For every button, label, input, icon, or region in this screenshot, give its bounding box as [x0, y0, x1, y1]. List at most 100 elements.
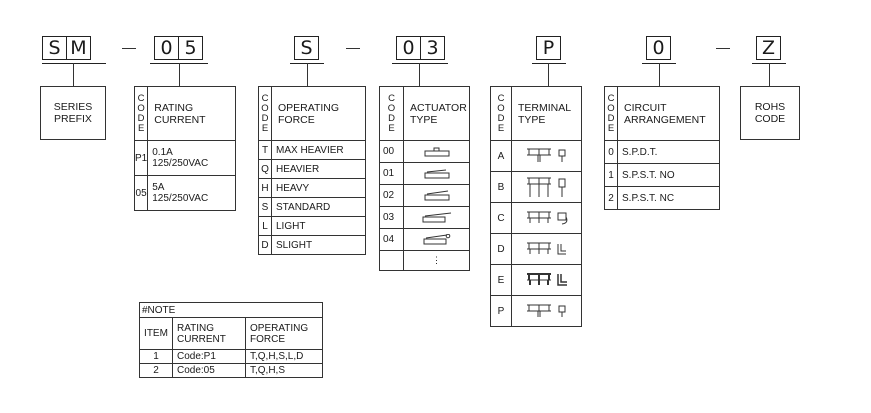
circuit-value: S.P.S.T. NO [617, 163, 720, 187]
more-indicator: ⋮ [403, 250, 470, 271]
actuator-code: 01 [379, 162, 404, 185]
note-title: #NOTE [139, 302, 323, 318]
force-value: LIGHT [271, 216, 366, 236]
code-char: P [542, 36, 555, 59]
actuator-code [379, 250, 404, 271]
rohs-label: ROHS [754, 101, 786, 113]
force-code: H [258, 178, 272, 198]
rating-code: P1 [133, 140, 149, 176]
code-char: 5 [178, 37, 202, 59]
force-code: L [258, 216, 272, 236]
connector-line [548, 63, 549, 86]
note-header-item: ITEM [139, 317, 173, 350]
table-row: B [490, 171, 582, 203]
code-field-actuator: 0 3 [396, 36, 445, 60]
underline [532, 63, 566, 64]
separator-dash [716, 48, 730, 49]
circuit-value: S.P.D.T. [617, 140, 720, 164]
actuator-roller-lever-icon [403, 228, 470, 251]
actuator-code: 04 [379, 228, 404, 251]
force-value: HEAVIER [271, 159, 366, 179]
table-row: P [490, 295, 582, 327]
rohs-label: CODE [754, 113, 786, 125]
separator-dash [346, 48, 360, 49]
actuator-lever-icon [403, 184, 470, 207]
note-code: Code:05 [172, 363, 246, 378]
circuit-code: 0 [604, 140, 618, 164]
terminal-right-angle-icon [511, 202, 582, 234]
terminal-quick-connect-icon [511, 264, 582, 296]
connector-line [419, 63, 420, 86]
actuator-pin-icon [403, 140, 470, 163]
terminal-pcb-icon [511, 295, 582, 327]
note-item: 1 [139, 349, 173, 364]
table-row: E [490, 264, 582, 296]
underline [392, 63, 448, 64]
circuit-value: S.P.S.T. NC [617, 186, 720, 210]
table-row: 1 Code:P1 T,Q,H,S,L,D [139, 349, 323, 364]
code-field-rating: 0 5 [154, 36, 203, 60]
series-prefix-box: SERIES PREFIX [40, 86, 106, 140]
force-code: D [258, 235, 272, 255]
actuator-code: 03 [379, 206, 404, 229]
table-row: 01 [379, 162, 470, 185]
terminal-code: E [490, 264, 512, 296]
force-value: HEAVY [271, 178, 366, 198]
circuit-code: 1 [604, 163, 618, 187]
terminal-code: P [490, 295, 512, 327]
rohs-code-box: ROHS CODE [740, 86, 800, 140]
table-row: 00 [379, 140, 470, 163]
code-char: M [66, 37, 90, 59]
underline [42, 63, 106, 64]
note-item: 2 [139, 363, 173, 378]
table-row: ⋮ [379, 250, 470, 271]
table-row: 02 [379, 184, 470, 207]
circuit-code: 2 [604, 186, 618, 210]
table-row: A [490, 140, 582, 172]
code-char: 0 [652, 36, 665, 59]
code-char: 0 [402, 36, 415, 59]
code-char: S [300, 36, 313, 59]
code-char: 3 [420, 37, 444, 59]
series-prefix-label: PREFIX [54, 113, 92, 125]
table-row: 03 [379, 206, 470, 229]
code-field-rohs: Z [756, 36, 781, 60]
connector-line [659, 63, 660, 86]
code-char: S [48, 36, 61, 59]
terminal-pcb-long-icon [511, 171, 582, 203]
terminal-code: A [490, 140, 512, 172]
table-row: 2 Code:05 T,Q,H,S [139, 363, 323, 378]
terminal-code: D [490, 233, 512, 265]
connector-line [73, 63, 74, 86]
terminal-solder-icon [511, 140, 582, 172]
code-char: 0 [160, 36, 173, 59]
note-code: Code:P1 [172, 349, 246, 364]
code-field-series: S M [42, 36, 91, 60]
code-field-circuit: 0 [646, 36, 671, 60]
